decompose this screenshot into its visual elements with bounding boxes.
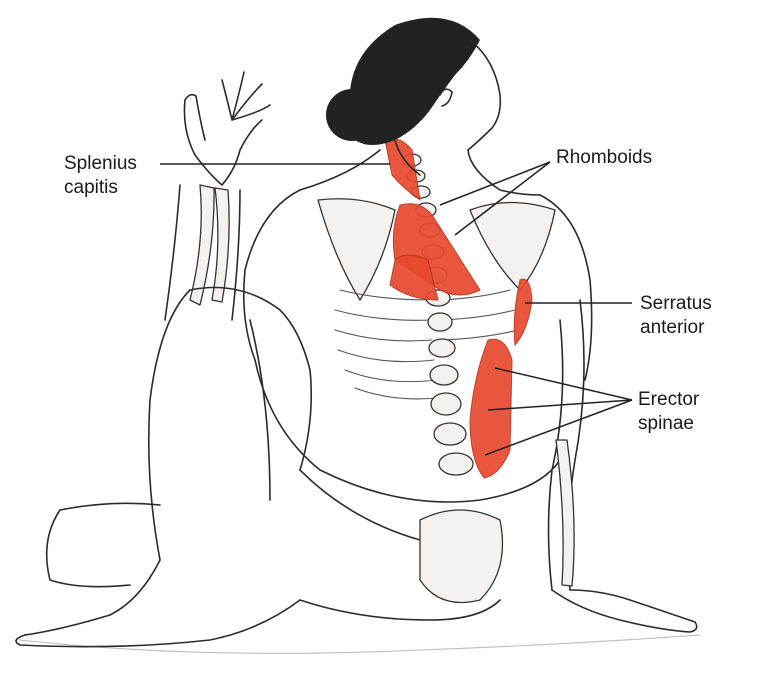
hair [349, 17, 480, 145]
erector-leader-line-2 [487, 399, 633, 411]
rhomboids-leader-line-2 [454, 161, 551, 236]
label-erector-spinae: Erector spinae [638, 388, 699, 436]
ground-shadow [19, 634, 701, 654]
label-serratus-anterior: Serratus anterior [640, 292, 712, 340]
label-splenius-capitis: Splenius capitis [64, 152, 137, 200]
leader-lines [160, 161, 633, 456]
label-splenius-line1: Splenius [64, 153, 137, 174]
head [299, 17, 541, 196]
label-serratus-line2: anterior [640, 317, 705, 338]
right-scapula [469, 201, 556, 291]
label-rhomboids-line1: Rhomboids [556, 147, 653, 168]
erector-spinae-muscle [469, 338, 513, 479]
rhomboids-muscle-left [389, 254, 439, 301]
label-erector-line2: spinae [638, 413, 694, 434]
legs [15, 286, 504, 648]
label-splenius-line2: capitis [64, 177, 118, 198]
hair-bun [326, 89, 378, 141]
spine [402, 153, 474, 476]
splenius-capitis-muscle [384, 138, 421, 202]
serratus-anterior-muscle [513, 278, 533, 347]
ribcage [334, 289, 519, 400]
supporting-arm [547, 299, 698, 633]
erector-leader-line-3 [484, 399, 633, 456]
raised-arm [164, 71, 271, 321]
erector-leader-line-1 [494, 367, 633, 401]
left-scapula [317, 198, 396, 301]
pelvis [419, 509, 504, 604]
muscles [384, 138, 533, 479]
rhomboids-leader-line-1 [439, 161, 551, 206]
torso [242, 153, 593, 503]
label-rhomboids: Rhomboids [556, 146, 652, 170]
label-serratus-line1: Serratus [640, 293, 712, 314]
label-erector-line1: Erector [638, 389, 700, 410]
